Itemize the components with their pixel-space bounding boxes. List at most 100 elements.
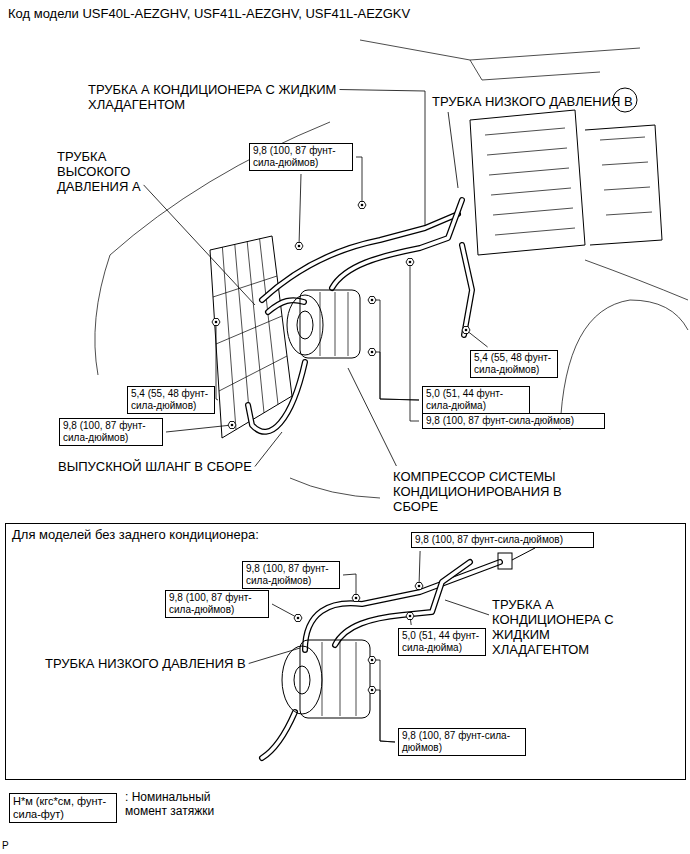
bolt <box>406 259 414 266</box>
inset-compressor <box>282 640 370 718</box>
compressor <box>287 290 360 358</box>
torque-value: 5,0 (51, 44 фунт-сила-дюйма) <box>426 388 526 412</box>
leader-line <box>372 352 419 400</box>
leader-line <box>372 690 395 742</box>
leader-line <box>144 185 255 305</box>
leader-line <box>255 432 282 467</box>
torque-value: 5,4 (55, 48 фунт-сила-дюймов) <box>474 352 554 376</box>
torque-value: 9,8 (100, 87 фунт-сила-дюймов) <box>169 592 265 616</box>
bolt-center <box>371 351 374 354</box>
car-body <box>585 260 688 300</box>
bolt-center <box>231 424 234 427</box>
leader-line <box>272 604 298 618</box>
torque-box: 5,0 (51, 44 фунт-сила-дюйма) <box>422 386 530 414</box>
bolt-center <box>409 261 412 264</box>
car-body <box>290 478 380 498</box>
inset-compressor <box>294 666 310 694</box>
bolt-center <box>409 615 412 618</box>
part-name: ВЫПУСКНОЙ ШЛАНГ В СБОРЕ <box>58 460 252 475</box>
bolt <box>462 327 470 334</box>
bolt-center <box>418 585 421 588</box>
bolt <box>368 657 376 664</box>
bolt <box>368 349 376 356</box>
bolt-center <box>215 321 218 324</box>
part-name: ТРУБКА А КОНДИЦИОНЕРА С ЖИДКИМ ХЛАДАГЕНТ… <box>492 598 632 658</box>
hvac-engine-unit <box>585 125 662 245</box>
tubes <box>262 214 458 300</box>
bolt <box>295 243 303 250</box>
tubes <box>332 200 462 288</box>
tubes <box>262 214 458 300</box>
bolt <box>228 422 236 429</box>
tubes <box>248 362 305 432</box>
tubes <box>462 245 472 335</box>
torque-box: 5,4 (55, 48 фунт-сила-дюймов) <box>127 386 215 414</box>
legend-key-box: Н*м (кгс*см, фунт-сила-фут) <box>9 793 117 823</box>
compressor <box>300 290 360 358</box>
torque-box: 5,4 (55, 48 фунт-сила-дюймов) <box>470 350 558 378</box>
diagram-title: Код модели USF40L-AEZGHV, USF41L-AEZGHV,… <box>8 6 410 21</box>
leader-line <box>249 648 300 664</box>
inset-compressor <box>322 642 356 716</box>
part-name: ТРУБКА А КОНДИЦИОНЕРА С ЖИДКИМ ХЛАДАГЕНТ… <box>88 83 418 113</box>
bolt <box>368 297 376 304</box>
bolt <box>415 583 423 590</box>
bolt <box>352 595 360 602</box>
tubes <box>462 245 472 335</box>
bolt-center <box>297 617 300 620</box>
bolt <box>368 687 376 694</box>
torque-box: 5,0 (51, 44 фунт-сила-дюйма) <box>398 628 486 656</box>
tubes <box>268 300 304 312</box>
bolt <box>294 615 302 622</box>
bolt <box>406 613 414 620</box>
torque-value: 9,8 (100, 87 фунт-сила-дюймов) <box>415 534 590 546</box>
torque-value: 9,8 (100, 87 фунт-сила-дюймов) <box>253 145 349 169</box>
tubes <box>332 200 462 288</box>
leader-line <box>372 660 395 742</box>
torque-box: 9,8 (100, 87 фунт-сила-дюймов) <box>249 143 353 171</box>
torque-value: 9,8 (100, 87 фунт-сила-дюймов) <box>426 415 601 427</box>
leader-line <box>372 300 419 400</box>
leader-line <box>410 262 419 421</box>
bolt-center <box>298 245 301 248</box>
part-name: КОМПРЕССОР СИСТЕМЫ КОНДИЦИОНИРОВАНИЯ В С… <box>393 470 578 515</box>
torque-value: 9,8 (100, 87 фунт-сила-дюймов) <box>246 563 336 587</box>
leader-line <box>356 157 362 205</box>
compressor <box>297 311 313 339</box>
compressor <box>287 295 323 355</box>
hvac-engine-unit <box>600 137 652 215</box>
torque-value: 5,4 (55, 48 фунт-сила-дюймов) <box>131 388 211 412</box>
bolt <box>212 319 220 326</box>
bolt-center <box>355 597 358 600</box>
torque-box: 9,8 (100, 87 фунт-сила-дюймов) <box>411 532 594 548</box>
torque-box: 9,8 (100, 87 фунт-сила-дюймов) <box>165 590 269 618</box>
torque-box: 9,8 (100, 87 фунт-сила-дюймов) <box>398 728 526 756</box>
car-body <box>95 255 110 375</box>
car-body <box>110 122 330 255</box>
inset-compressor <box>282 646 322 714</box>
panel-heading: Для моделей без заднего кондиционера: <box>6 524 265 546</box>
car-body <box>560 300 688 430</box>
bolt <box>358 202 366 209</box>
torque-value: Н*м (кгс*см, фунт-сила-фут) <box>13 795 113 821</box>
condenser <box>213 276 287 391</box>
leader-line <box>448 112 458 188</box>
hvac-engine-unit <box>485 128 575 235</box>
hvac-engine-unit <box>470 110 585 255</box>
inset-tubes <box>512 548 535 560</box>
tubes <box>268 300 304 312</box>
leader-line <box>466 330 488 347</box>
bolt-center <box>371 659 374 662</box>
torque-value: 9,8 (100, 87 фунт-сила-дюймов) <box>402 730 522 754</box>
leader-line <box>299 174 301 246</box>
car-body <box>470 60 600 80</box>
car-body <box>360 40 640 60</box>
inset-tubes <box>262 712 295 758</box>
bolt-center <box>361 204 364 207</box>
bolt-center <box>465 329 468 332</box>
inset-compressor <box>300 640 370 718</box>
leader-line <box>216 322 218 400</box>
compressor <box>320 292 348 356</box>
leader-line <box>348 368 396 466</box>
torque-box: 9,8 (100, 87 фунт-сила-дюймов) <box>242 561 340 589</box>
